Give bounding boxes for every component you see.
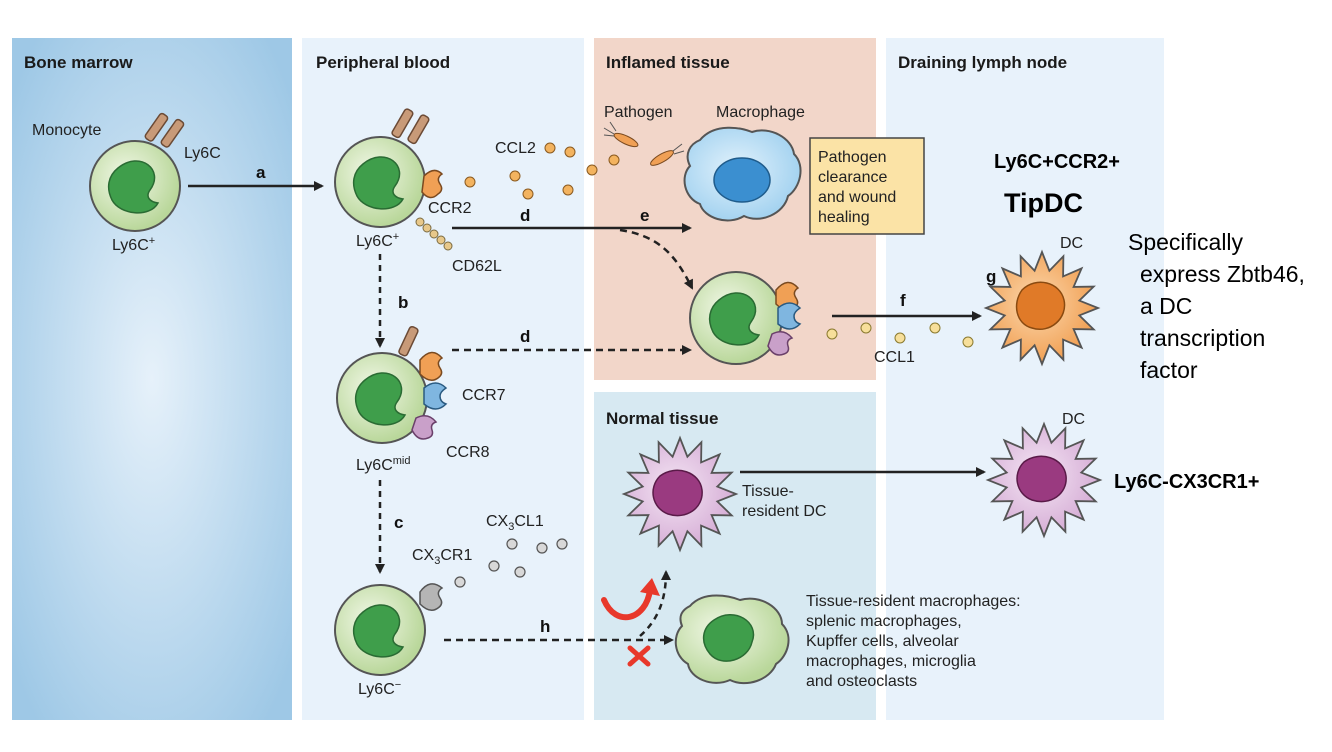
label-cx3cr1: CX3CR1: [412, 547, 472, 567]
panel-title-bone-marrow: Bone marrow: [24, 53, 133, 72]
box-line-4: healing: [818, 209, 870, 226]
step-e: e: [640, 206, 649, 225]
label-ccr7: CCR7: [462, 387, 506, 404]
step-h: h: [540, 617, 550, 636]
step-d-1: d: [520, 206, 530, 225]
box-line-1: Pathogen: [818, 149, 887, 166]
label-dc-normal: DC: [1062, 411, 1085, 428]
blood-ly6c-plus-monocyte: [334, 108, 453, 251]
macrophage-list-line-3: Kupffer cells, alveolar: [806, 633, 959, 650]
step-c: c: [394, 513, 403, 532]
blood-ly6c-mid-monocyte: [336, 325, 448, 444]
annotation-zbtb46-1: Specifically: [1128, 229, 1244, 255]
annotation-ly6c-cx3cr1: Ly6C-CX3CR1+: [1114, 471, 1259, 493]
blood-ly6c-minus-monocyte: [334, 583, 444, 676]
label-ly6c-mid: Ly6Cmid: [356, 455, 411, 474]
label-ly6c-receptor: Ly6C: [184, 145, 221, 162]
annotation-zbtb46-3: a DC: [1140, 293, 1192, 319]
inflamed-dc-cell: [983, 249, 1101, 367]
macrophage-list-line-1: Tissue-resident macrophages:: [806, 593, 1021, 610]
label-ccl1: CCL1: [874, 349, 915, 366]
label-ly6c-plus-blood: Ly6C+: [356, 231, 399, 250]
box-line-3: and wound: [818, 189, 896, 206]
box-line-2: clearance: [818, 169, 887, 186]
annotation-zbtb46-5: factor: [1140, 357, 1198, 383]
panel-draining-lymph-node: [886, 38, 1164, 720]
step-d-2: d: [520, 327, 530, 346]
pathogen-clearance-box: [809, 137, 925, 235]
macrophage-list-line-2: splenic macrophages,: [806, 613, 962, 630]
macrophage-list-line-4: macrophages, microglia: [806, 653, 976, 670]
step-a: a: [256, 163, 266, 182]
bone-marrow-monocyte: [89, 112, 185, 232]
annotation-ly6c-ccr2: Ly6C+CCR2+: [994, 151, 1120, 173]
panel-title-normal-tissue: Normal tissue: [606, 409, 718, 428]
label-ly6c-plus-bm: Ly6C+: [112, 235, 155, 254]
macrophage-cell: [683, 126, 802, 222]
pathogen-icons: [603, 121, 685, 166]
arrow-h-up-dashed: [639, 570, 671, 637]
label-tissue-resident-dc-2: resident DC: [742, 503, 826, 520]
label-ccr8: CCR8: [446, 444, 490, 461]
label-ccl2: CCL2: [495, 140, 536, 157]
tissue-resident-dc-cell: [621, 435, 739, 553]
ccl2-chemokine-dots: [509, 142, 620, 200]
label-ly6c-minus: Ly6C−: [358, 679, 401, 698]
label-dc-inflamed: DC: [1060, 235, 1083, 252]
label-ccr2: CCR2: [428, 200, 472, 217]
macrophage-list-line-5: and osteoclasts: [806, 673, 917, 690]
step-f: f: [900, 291, 906, 310]
step-b: b: [398, 293, 408, 312]
label-cd62l: CD62L: [452, 258, 502, 275]
cx3cl1-chemokine-dots: [454, 538, 568, 588]
tissue-resident-macrophage-cell: [674, 594, 790, 685]
ccl1-chemokine-dots: [826, 322, 974, 348]
inflamed-monocyte-derived-cell: [689, 271, 802, 365]
panel-title-inflamed-tissue: Inflamed tissue: [606, 53, 730, 72]
red-cross-icon: [627, 645, 651, 667]
annotation-tipdc: TipDC: [1004, 188, 1083, 218]
annotation-zbtb46-4: transcription: [1140, 325, 1265, 351]
annotation-zbtb46-2: express Zbtb46,: [1140, 261, 1305, 287]
label-pathogen: Pathogen: [604, 104, 673, 121]
step-g: g: [986, 267, 996, 286]
lymph-node-dc-cell: [985, 421, 1103, 539]
arrow-e-dashed: [619, 228, 694, 290]
label-monocyte: Monocyte: [32, 122, 101, 139]
label-macrophage: Macrophage: [716, 104, 805, 121]
label-tissue-resident-dc-1: Tissue-: [742, 483, 794, 500]
panel-title-draining-lymph-node: Draining lymph node: [898, 53, 1067, 72]
red-curve-arrow-icon: [601, 578, 660, 621]
label-cx3cl1: CX3CL1: [486, 513, 544, 533]
panel-title-peripheral-blood: Peripheral blood: [316, 53, 450, 72]
